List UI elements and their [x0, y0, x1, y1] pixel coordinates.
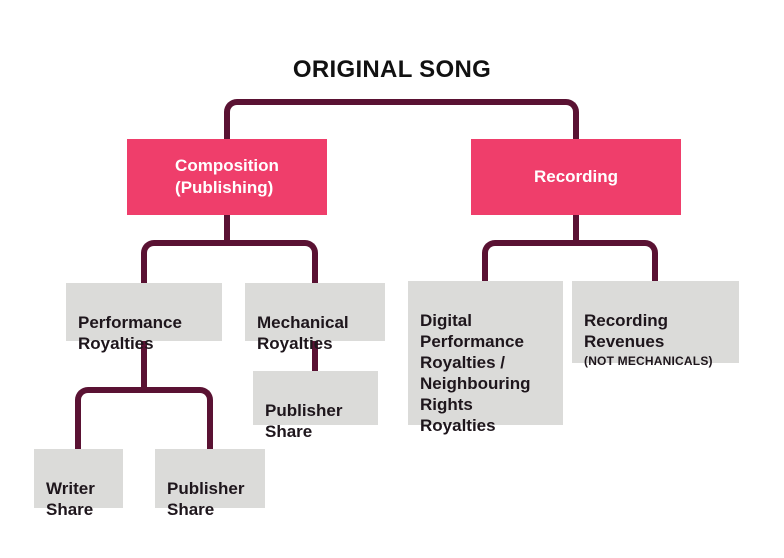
node-writer-share-label: Writer Share [46, 479, 95, 519]
connector-mechanical-stub [312, 339, 318, 373]
connector-recording-stub [573, 213, 579, 246]
connector-recording-children [482, 240, 658, 285]
node-recording-revenues-label: Recording Revenues [584, 311, 669, 351]
node-recording: Recording [471, 139, 681, 215]
connector-root-to-branches [224, 99, 579, 139]
connector-performance-children [75, 387, 213, 451]
connector-composition-children [141, 240, 318, 285]
node-recording-label: Recording [533, 167, 619, 186]
node-mechanical-royalties-label: Mechanical Royalties [257, 313, 349, 353]
node-recording-revenues-note: (NOT MECHANICALS) [584, 354, 713, 368]
node-composition-label: Composition (Publishing) [175, 156, 279, 197]
node-digital-performance-royalties: Digital Performance Royalties / Neighbou… [408, 281, 563, 435]
node-digital-performance-royalties-label: Digital Performance Royalties / Neighbou… [420, 311, 531, 435]
node-performance-publisher-share: Publisher Share [155, 449, 265, 519]
node-writer-share: Writer Share [34, 449, 123, 519]
connector-composition-stub [224, 213, 230, 246]
node-mechanical-royalties: Mechanical Royalties [245, 283, 385, 353]
node-mechanical-publisher-share: Publisher Share [253, 371, 378, 441]
node-mechanical-publisher-share-label: Publisher Share [265, 401, 343, 441]
node-composition-publishing: Composition (Publishing) [127, 139, 327, 215]
connector-performance-stub [141, 339, 147, 393]
node-performance-publisher-share-label: Publisher Share [167, 479, 245, 519]
diagram-title: ORIGINAL SONG [292, 56, 492, 83]
node-performance-royalties: Performance Royalties [66, 283, 222, 353]
node-recording-revenues: Recording Revenues (NOT MECHANICALS) [572, 281, 739, 368]
node-performance-royalties-label: Performance Royalties [78, 313, 182, 353]
